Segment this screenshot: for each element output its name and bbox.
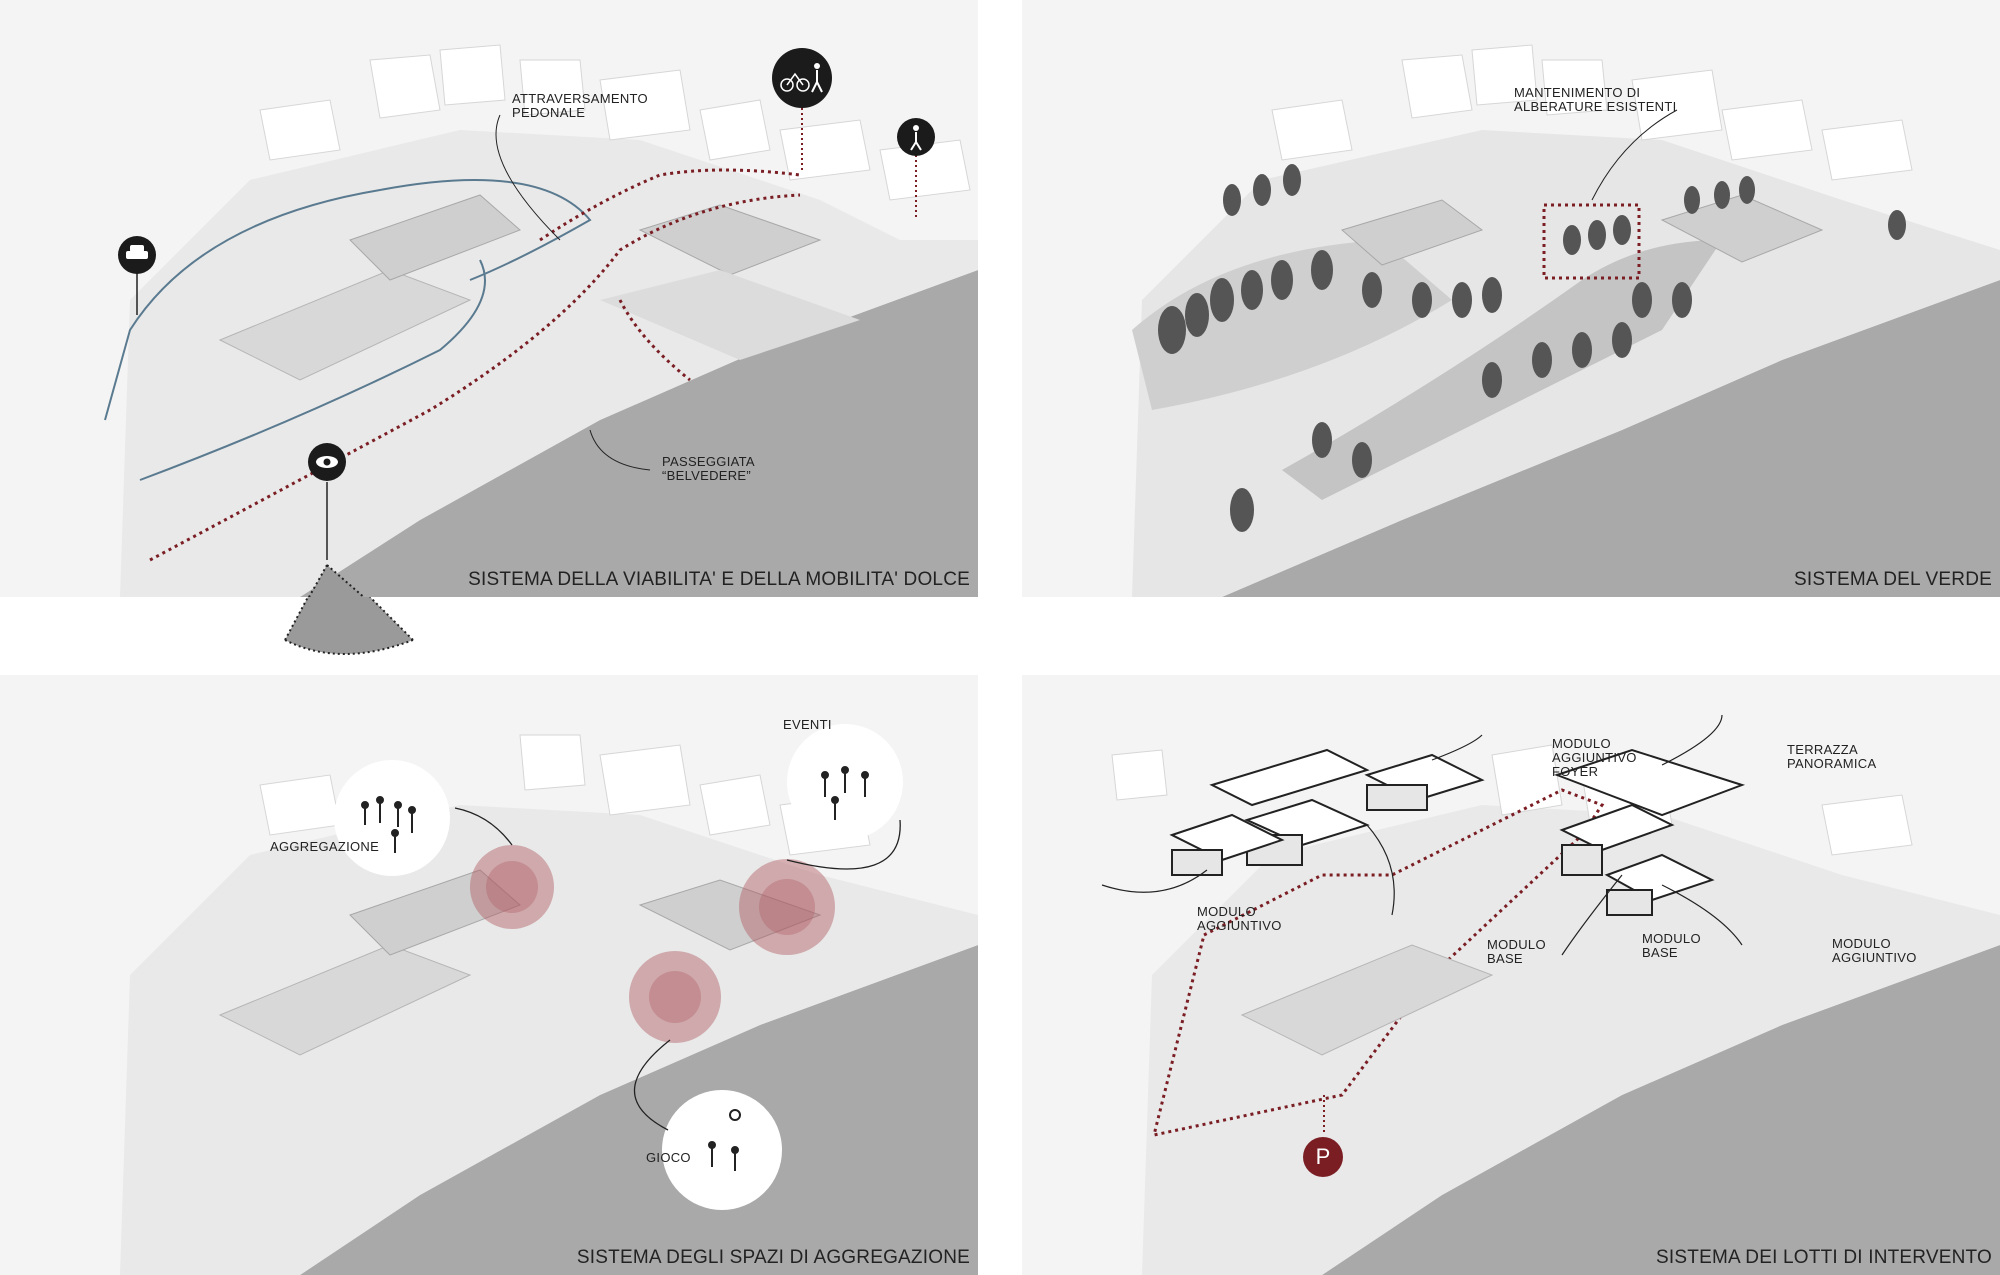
panel-green: MANTENIMENTO DI ALBERATURE ESISTENTI SIS… (1022, 0, 2000, 597)
pedestrian-icon (897, 118, 935, 220)
panel-gathering: AGGREGAZIONE EVENTI GIOCO SISTEMA DEGLI … (0, 675, 978, 1275)
panel-lots: MODULO AGGIUNTIVO FOYER TERRAZZA PANORAM… (1022, 675, 2000, 1275)
parking-icon: P (1303, 1137, 1343, 1177)
label-belvedere-promenade: PASSEGGIATA “BELVEDERE” (662, 454, 755, 483)
play-bubble (662, 1090, 782, 1210)
caption-lots: SISTEMA DEI LOTTI DI INTERVENTO (1656, 1247, 1992, 1268)
caption-mobility: SISTEMA DELLA VIABILITA' E DELLA MOBILIT… (468, 569, 970, 590)
sea (300, 270, 978, 597)
label-base-module-right: MODULO BASE (1642, 931, 1701, 960)
gap-column (978, 0, 1022, 1275)
label-existing-trees: MANTENIMENTO DI ALBERATURE ESISTENTI (1514, 85, 1677, 114)
label-aggregation: AGGREGAZIONE (270, 839, 380, 854)
gap-row (0, 597, 978, 675)
view-cone-extension (284, 597, 414, 655)
car-icon (118, 236, 156, 315)
modules-left (1169, 748, 1485, 876)
panel-mobility: ATTRAVERSAMENTO PEDONALE PASSEGGIATA “BE… (0, 0, 978, 597)
eye-icon (308, 443, 346, 560)
lots-map (1022, 675, 2000, 1275)
road-path (104, 179, 592, 421)
mobility-map (0, 0, 978, 597)
label-play: GIOCO (646, 1150, 691, 1165)
label-additional-module-left: MODULO AGGIUNTIVO (1197, 904, 1282, 933)
gap-row-right (1022, 597, 2000, 675)
gathering-map (0, 675, 978, 1275)
city-blocks (259, 44, 971, 201)
aggregation-bubble (334, 760, 450, 876)
caption-green: SISTEMA DEL VERDE (1793, 569, 1992, 590)
caption-gathering: SISTEMA DEGLI SPAZI DI AGGREGAZIONE (576, 1247, 970, 1268)
green-map (1022, 0, 2000, 597)
label-foyer-module: MODULO AGGIUNTIVO FOYER (1552, 736, 1637, 779)
label-pedestrian-crossing: ATTRAVERSAMENTO PEDONALE (512, 91, 648, 120)
label-additional-module-right: MODULO AGGIUNTIVO (1832, 936, 1917, 965)
bicycle-icon (772, 48, 832, 170)
label-events: EVENTI (783, 717, 832, 732)
modules-right (1554, 748, 1746, 916)
label-base-module-left: MODULO BASE (1487, 937, 1546, 966)
green-zone-middle (1282, 240, 1722, 500)
label-panoramic-terrace: TERRAZZA PANORAMICA (1787, 742, 1877, 771)
view-cone (307, 563, 366, 597)
gathering-hotspots (470, 845, 835, 1043)
trees (1158, 164, 1906, 532)
